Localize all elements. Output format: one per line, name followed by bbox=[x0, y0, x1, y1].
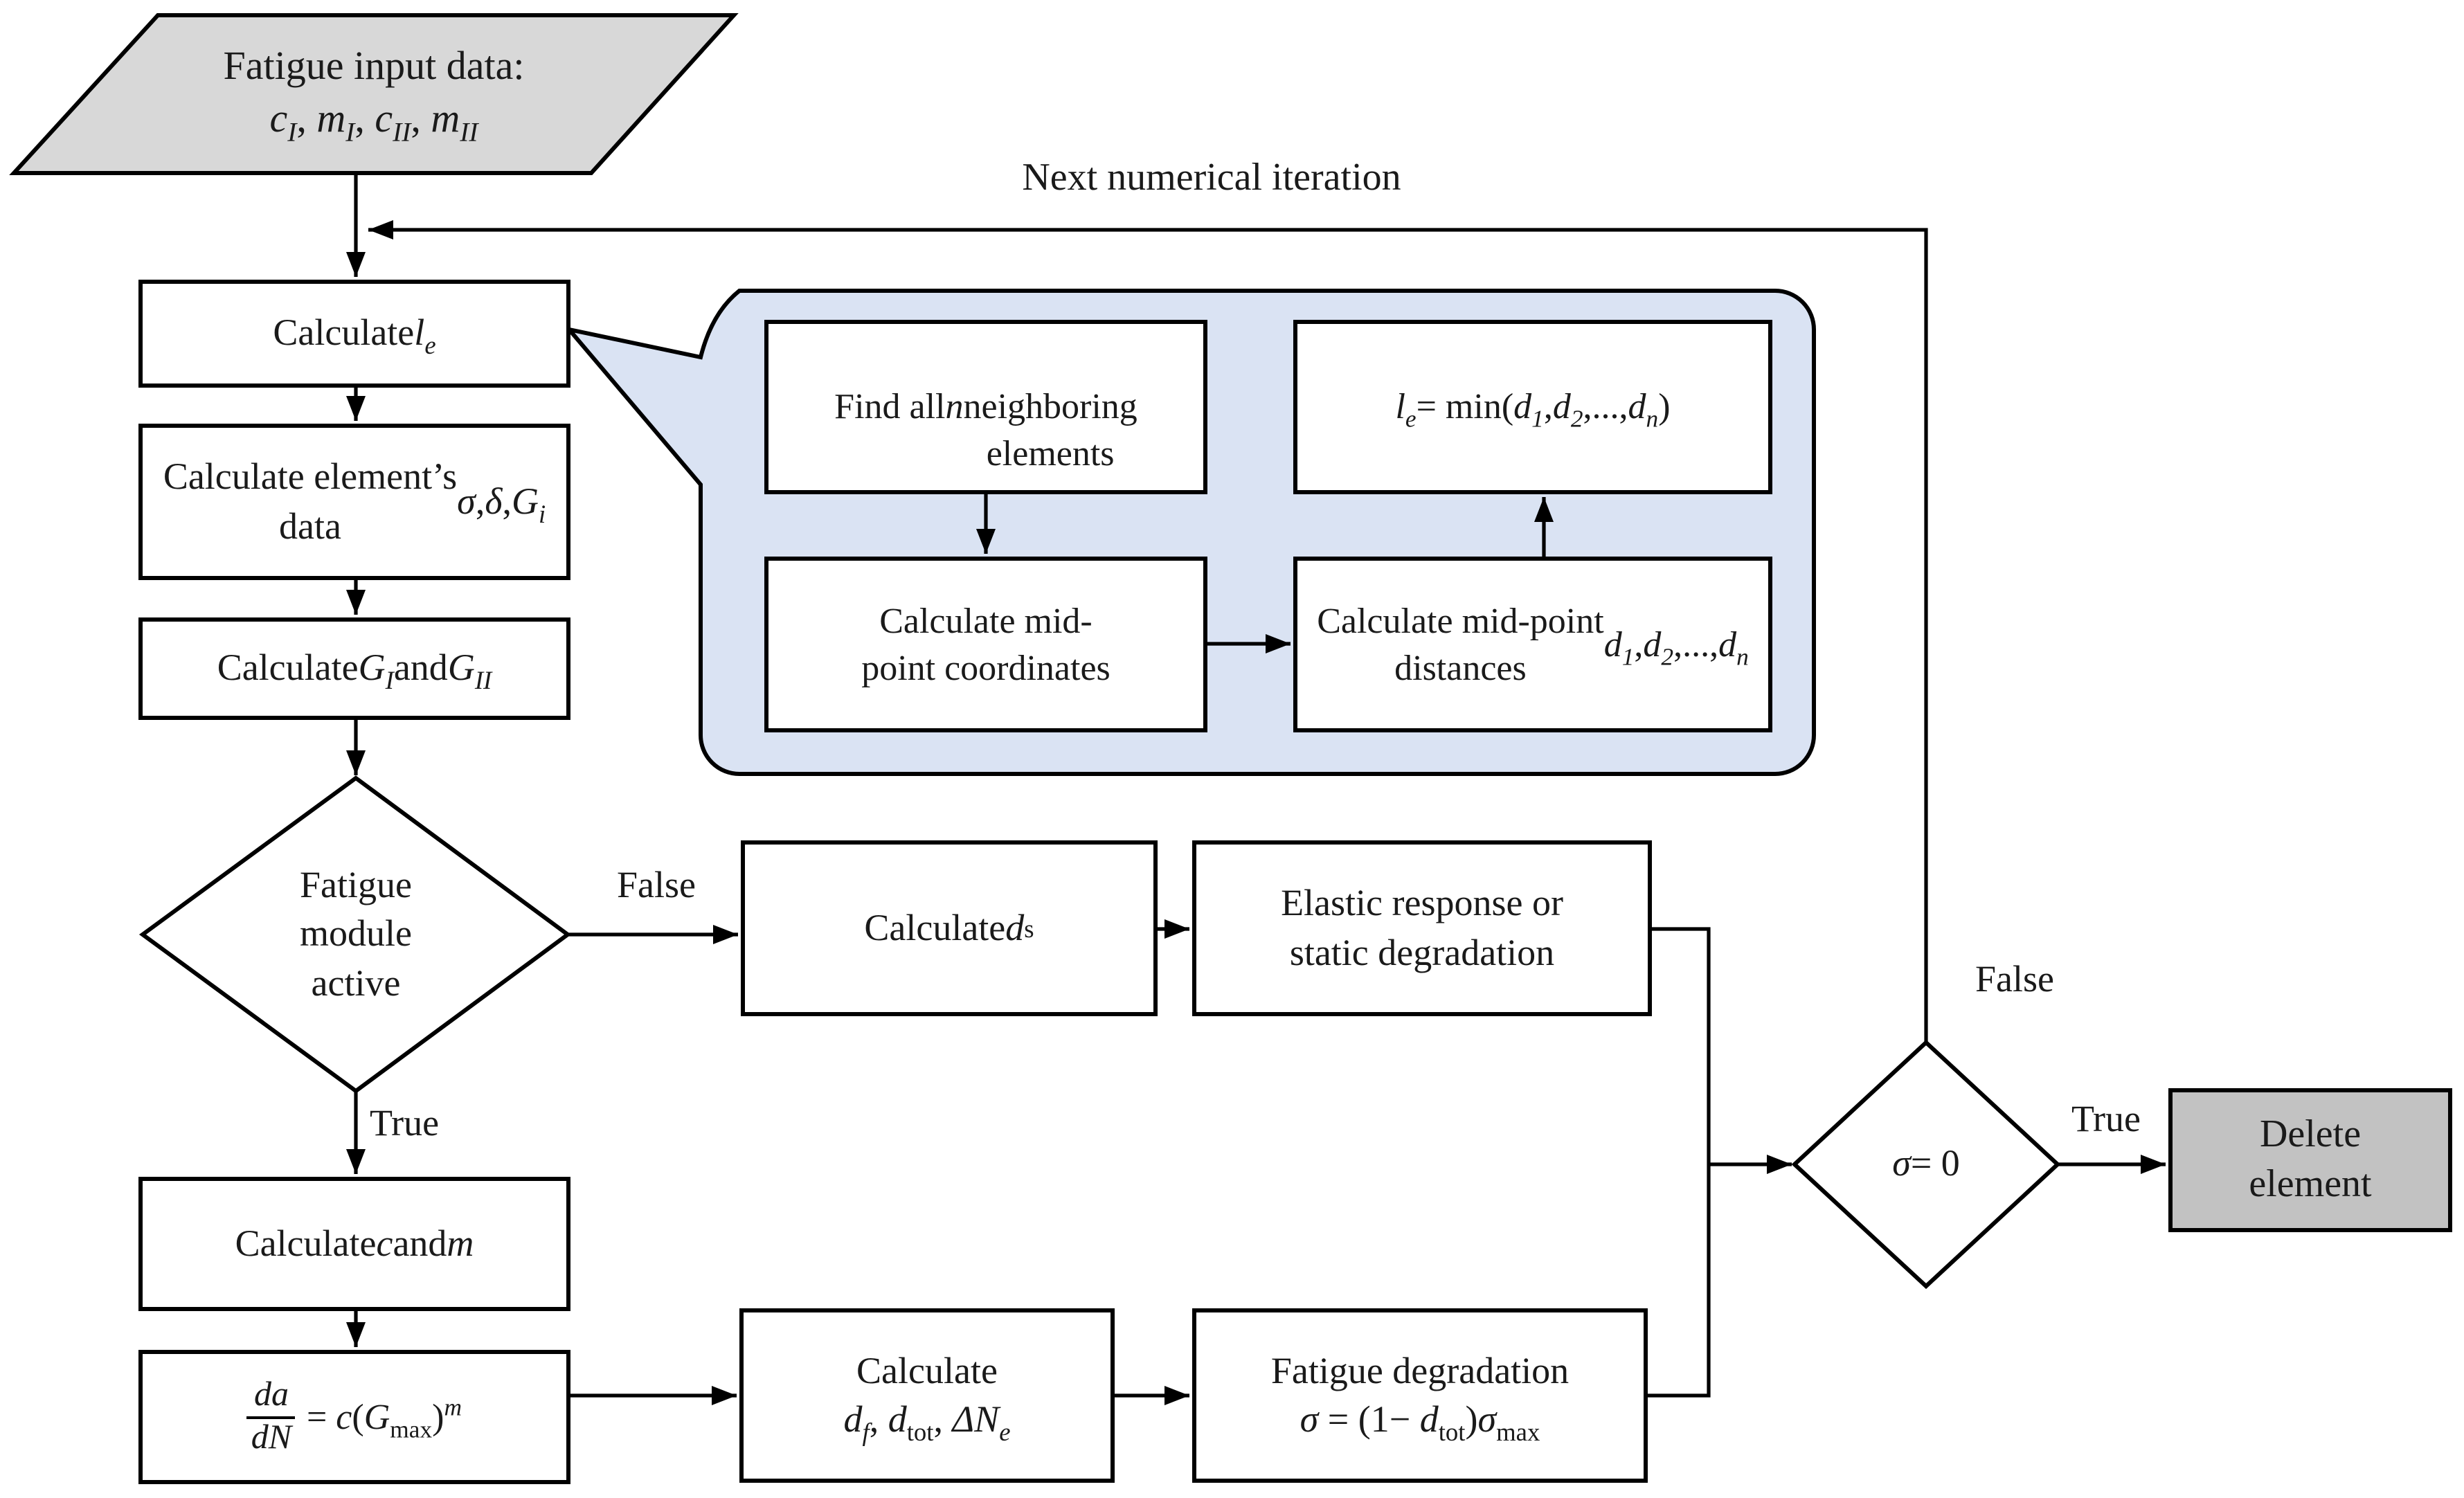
connector-elastic-to-bus bbox=[1648, 927, 1711, 1398]
label-sigma-false: False bbox=[1975, 958, 2054, 1000]
calc-df-line1: Calculate bbox=[856, 1349, 998, 1391]
label-module-false: False bbox=[617, 864, 696, 905]
fatigue-input-line1: Fatigue input data: bbox=[223, 44, 525, 89]
node-calculate-c-m: Calculate c and m bbox=[138, 1177, 570, 1311]
label-sigma-true: True bbox=[2071, 1098, 2141, 1139]
node-paris-law: da dN = c(Gmax)m bbox=[138, 1350, 570, 1484]
callout-node-mid-coordinates: Calculate mid-point coordinates bbox=[764, 557, 1207, 732]
paris-law-rhs: = c(Gmax)m bbox=[306, 1392, 462, 1443]
node-calculate-gi-gii: Calculate GI and GII bbox=[138, 617, 570, 720]
paris-law-fraction: da dN bbox=[246, 1377, 296, 1456]
node-fatigue-input: Fatigue input data: cI, mI, cII, mII bbox=[152, 30, 595, 158]
connector-lines bbox=[346, 173, 2166, 1405]
fatigue-degradation-line2: σ = (1− dtot)σmax bbox=[1300, 1398, 1540, 1446]
label-module-true: True bbox=[370, 1102, 440, 1144]
paris-law-numerator: da bbox=[246, 1377, 296, 1418]
callout-node-le-min: le = min(d1, d2 ,..., dn) bbox=[1293, 320, 1772, 494]
fatigue-degradation-line1: Fatigue degradation bbox=[1270, 1349, 1570, 1391]
node-fatigue-degradation: Fatigue degradation σ = (1− dtot)σmax bbox=[1192, 1308, 1648, 1483]
node-sigma-zero: σ = 0 bbox=[1892, 1142, 1960, 1184]
calc-df-line2: df, dtot, ΔNe bbox=[843, 1398, 1011, 1446]
node-calculate-df: Calculate df, dtot, ΔNe bbox=[739, 1308, 1115, 1483]
label-next-iteration: Next numerical iteration bbox=[1022, 156, 1401, 199]
node-calculate-le: Calculate le bbox=[138, 280, 570, 388]
fatigue-input-line2: cI, mI, cII, mII bbox=[269, 97, 478, 148]
sigma-zero-diamond bbox=[1791, 1039, 2061, 1290]
arrow-next-iteration-return bbox=[368, 220, 1928, 1043]
paris-law-equation: da dN = c(Gmax)m bbox=[246, 1377, 462, 1456]
paris-law-denominator: dN bbox=[251, 1418, 292, 1456]
input-parallelogram bbox=[9, 13, 739, 175]
